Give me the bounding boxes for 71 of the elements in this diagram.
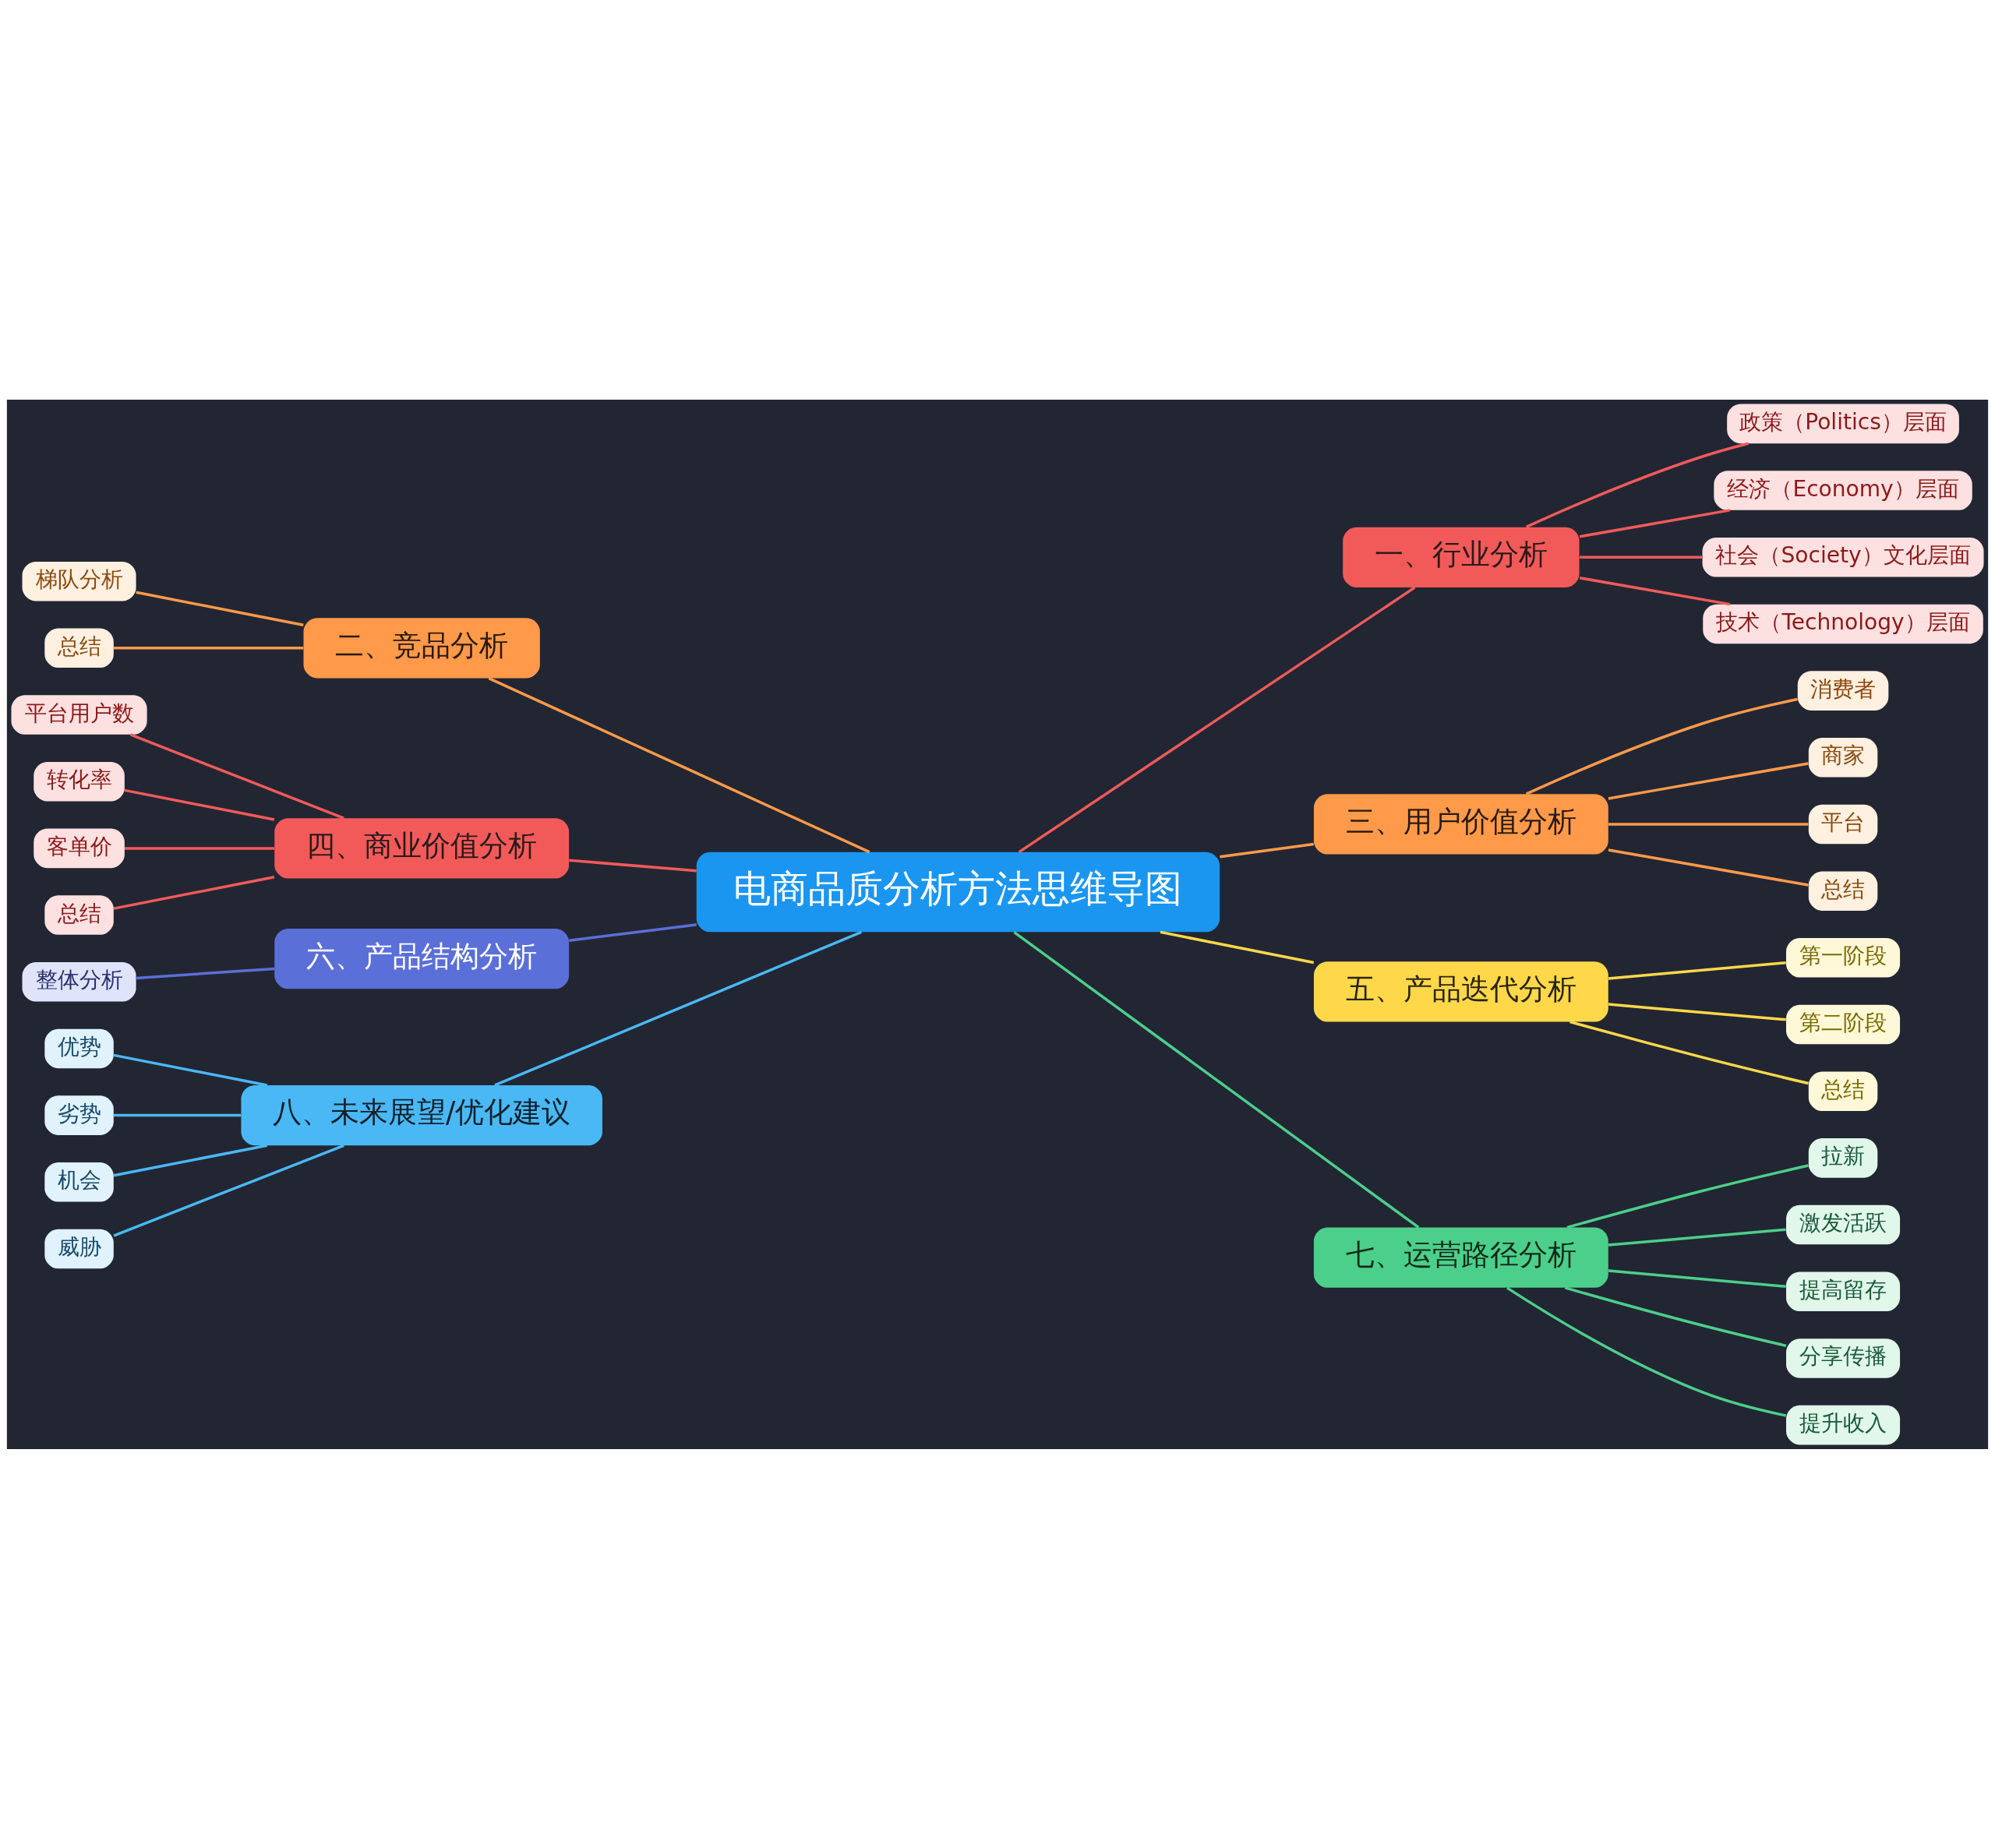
node-box: 总结 <box>44 894 114 935</box>
node-box: 三、用户价值分析 <box>1313 793 1608 855</box>
connector <box>114 1113 242 1116</box>
connector <box>488 676 870 853</box>
connector <box>1579 576 1731 605</box>
connector <box>136 967 275 979</box>
node-box: 整体分析 <box>22 961 136 1001</box>
connector <box>1608 848 1809 887</box>
connector <box>1564 1285 1787 1347</box>
node-box: 总结 <box>1808 870 1878 911</box>
node-box: 威胁 <box>44 1229 114 1268</box>
connector <box>125 846 274 850</box>
connector <box>494 930 862 1087</box>
node-box: 平台 <box>1808 804 1878 844</box>
connector <box>136 591 304 626</box>
connector <box>1566 1163 1809 1229</box>
node-box: 二、竞品分析 <box>303 617 540 678</box>
connector <box>1608 1268 1786 1288</box>
node-box: 总结 <box>44 628 114 668</box>
node-box: 优势 <box>44 1028 114 1068</box>
node-box: 四、商业价值分析 <box>274 817 570 878</box>
node-box: 六、产品结构分析 <box>274 928 570 989</box>
node-box: 七、运营路径分析 <box>1313 1227 1608 1288</box>
connector <box>129 732 344 820</box>
connector <box>1160 930 1315 964</box>
node-box: 社会（Society）文化层面 <box>1702 537 1984 577</box>
connector <box>1580 555 1703 559</box>
node-box: 激发活跃 <box>1786 1204 1901 1244</box>
node-box: 一、行业分析 <box>1343 527 1580 587</box>
connector <box>569 922 697 942</box>
connector <box>569 859 697 872</box>
node-box: 总结 <box>1808 1070 1878 1111</box>
node-box: 平台用户数 <box>11 694 147 735</box>
node-box: 第一阶段 <box>1786 937 1901 978</box>
connector <box>1570 1020 1809 1084</box>
node-box: 分享传播 <box>1786 1338 1901 1378</box>
connector <box>113 875 275 910</box>
node-box: 拉新 <box>1808 1137 1878 1178</box>
connector <box>113 1144 268 1177</box>
node-box: 梯队分析 <box>22 561 136 601</box>
node-box: 政策（Politics）层面 <box>1727 404 1959 443</box>
connector <box>1525 697 1798 795</box>
connector <box>1608 822 1809 826</box>
connector <box>1525 442 1749 528</box>
node-box: 劣势 <box>44 1095 114 1135</box>
connector <box>1608 761 1809 800</box>
connector <box>1013 930 1420 1229</box>
connector <box>114 646 304 650</box>
node-box: 第二阶段 <box>1786 1004 1901 1044</box>
node-box: 电商品质分析方法思维导图 <box>696 852 1220 932</box>
connector <box>113 1053 268 1087</box>
connector <box>113 1144 344 1237</box>
node-box: 客单价 <box>34 828 125 868</box>
node-box: 八、未来展望/优化建议 <box>241 1084 602 1145</box>
node-box: 提升收入 <box>1786 1405 1901 1444</box>
node-box: 经济（Economy）层面 <box>1714 470 1972 510</box>
node-box: 商家 <box>1808 737 1878 778</box>
node-box: 五、产品迭代分析 <box>1313 961 1608 1021</box>
connector <box>1220 842 1314 858</box>
connector <box>1506 1286 1786 1417</box>
node-box: 消费者 <box>1797 670 1889 711</box>
node-box: 技术（Technology）层面 <box>1703 604 1983 644</box>
node-box: 提高留存 <box>1786 1271 1901 1311</box>
connector <box>124 788 275 821</box>
node-box: 机会 <box>44 1162 114 1202</box>
connector <box>1608 961 1786 980</box>
connector <box>1018 586 1416 853</box>
connector <box>1608 1228 1786 1247</box>
node-box: 转化率 <box>34 761 125 801</box>
connector <box>1579 508 1731 538</box>
connector <box>1608 1002 1786 1021</box>
